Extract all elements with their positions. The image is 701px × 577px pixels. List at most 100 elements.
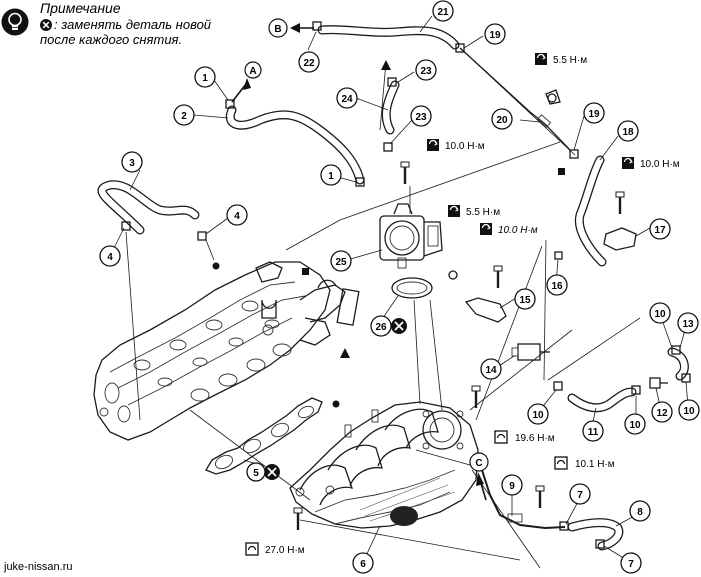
circle-x-icon (391, 318, 407, 334)
callout-7b: 7 (620, 552, 642, 574)
callout-label: 16 (551, 281, 563, 292)
callout-label: 23 (420, 66, 432, 77)
callout-21: 21 (432, 0, 454, 22)
callout-label: 14 (485, 365, 497, 376)
callout-23a: 23 (415, 59, 437, 81)
torque-label-6: 19.6 Н·м (494, 430, 555, 444)
callout-label: 3 (129, 158, 135, 169)
bracket-17 (603, 227, 637, 251)
torque-icon (447, 204, 461, 218)
callout-13: 13 (677, 312, 699, 334)
bolt (399, 160, 411, 186)
pipe-9 (481, 469, 566, 530)
callout-26: 26 (370, 315, 392, 337)
bolt (470, 384, 482, 410)
torque-label-7: 10.1 Н·м (554, 456, 615, 470)
callout-label: 10 (629, 420, 641, 431)
circle-x-icon (264, 464, 280, 480)
callout-10d: 10 (678, 399, 700, 421)
callout-18: 18 (617, 120, 639, 142)
bolt (492, 264, 504, 290)
bolt (534, 484, 546, 510)
torque-value: 10.1 Н·м (575, 459, 615, 470)
arrow-c: C (469, 452, 489, 501)
callout-24: 24 (336, 87, 358, 109)
arrow-a-label: A (249, 66, 256, 77)
callout-5: 5 (246, 462, 266, 482)
hose-11 (567, 387, 637, 413)
torque-label-2: 10.0 Н·м (426, 138, 485, 152)
callout-label: 5 (253, 468, 259, 479)
callout-2: 2 (173, 104, 195, 126)
note-title: Примечание (40, 0, 121, 16)
hose-2 (225, 105, 365, 185)
note-text-line1: : заменять деталь новой (54, 17, 211, 32)
callout-16: 16 (546, 274, 568, 296)
callout-label: 4 (234, 211, 240, 222)
callout-1b: 1 (320, 164, 342, 186)
watermark: juke-nissan.ru (3, 561, 72, 573)
torque-icon (479, 222, 493, 236)
torque-label-3: 10.0 Н·м (621, 156, 680, 170)
callout-label: 15 (519, 295, 531, 306)
callout-17: 17 (649, 218, 671, 240)
callout-4a: 4 (226, 204, 248, 226)
arrow-b: B (268, 18, 314, 38)
torque-value: 19.6 Н·м (515, 433, 555, 444)
intake-manifold (289, 401, 479, 529)
callout-label: 20 (496, 115, 508, 126)
bracket-15 (464, 297, 507, 323)
bolt (614, 190, 626, 216)
pipe-20 (459, 47, 571, 151)
callout-7a: 7 (569, 483, 591, 505)
callout-label: 1 (202, 73, 208, 84)
torque-label-4: 5.5 Н·м (447, 204, 500, 218)
callout-14: 14 (480, 358, 502, 380)
intake-gasket (205, 397, 323, 475)
callout-label: 19 (489, 30, 501, 41)
note-box: Примечание : заменять деталь новой после… (1, 0, 211, 47)
torque-value: 10.0 Н·м (498, 225, 538, 236)
hose-21 (317, 25, 460, 50)
callout-label: 2 (181, 111, 187, 122)
arrow-c-label: C (475, 458, 482, 469)
callout-label: 7 (577, 490, 583, 501)
callout-label: 12 (656, 408, 668, 419)
hose-18 (574, 155, 607, 267)
hose-13 (667, 347, 689, 381)
hose-3 (97, 180, 200, 235)
callout-25: 25 (330, 250, 352, 272)
callout-3: 3 (121, 151, 143, 173)
callout-8: 8 (629, 500, 651, 522)
callouts: 1 1 2 3 4 4 5 6 7 7 8 9 10 10 10 10 11 1… (99, 0, 700, 574)
callout-4b: 4 (99, 245, 121, 267)
callout-label: 8 (637, 507, 643, 518)
callout-label: 6 (360, 559, 366, 570)
callout-10b: 10 (527, 403, 549, 425)
torque-value: 5.5 Н·м (466, 207, 500, 218)
callout-15: 15 (514, 288, 536, 310)
note-text-line2: после каждого снятия. (40, 32, 182, 47)
bolt (292, 506, 304, 532)
callout-label: 17 (654, 225, 666, 236)
callout-9: 9 (501, 474, 523, 496)
sensor-12 (649, 377, 668, 389)
clamps (121, 21, 691, 549)
arrow-a: A (231, 61, 262, 103)
callout-label: 24 (341, 94, 353, 105)
torque-label-8: 27.0 Н·м (245, 542, 305, 556)
callout-label: 10 (532, 410, 544, 421)
torque-icon (621, 156, 635, 170)
torque-value: 10.0 Н·м (640, 159, 680, 170)
throttle-body (379, 203, 443, 269)
lightbulb-icon (1, 8, 29, 36)
callout-label: 23 (415, 112, 427, 123)
torque-icon (534, 52, 548, 66)
callout-1a: 1 (194, 66, 216, 88)
torque-value: 10.0 Н·м (445, 141, 485, 152)
callout-label: 10 (654, 309, 666, 320)
torque-icon (426, 138, 440, 152)
torque-label-1: 5.5 Н·м (534, 52, 587, 66)
torque-label-5: 10.0 Н·м (479, 222, 538, 236)
